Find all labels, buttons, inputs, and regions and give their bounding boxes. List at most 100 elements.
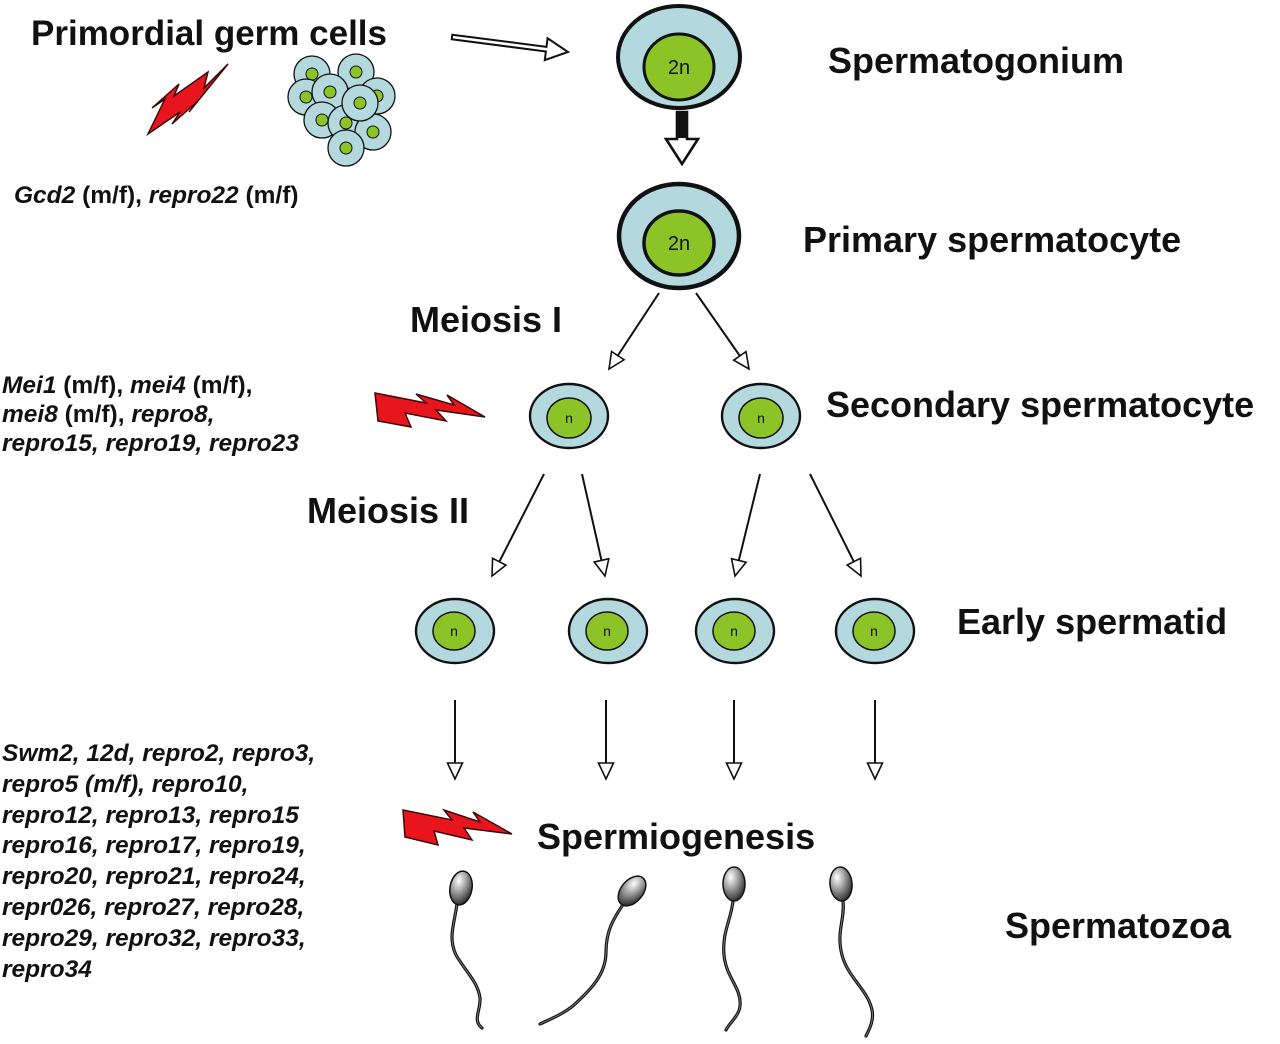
arrow-head — [446, 762, 464, 781]
arrow-head — [866, 762, 884, 781]
label-spermatozoa: Spermatozoa — [1005, 905, 1232, 946]
germ-cell — [337, 53, 375, 91]
sperm-tail — [838, 899, 875, 1038]
label-meiosis-2: Meiosis II — [307, 490, 470, 531]
germ-cell — [327, 129, 365, 167]
arrow-shaft — [616, 292, 660, 357]
gene-line: Gcd2 (m/f), repro22 (m/f) — [14, 181, 299, 210]
sperm-tail — [538, 901, 626, 1026]
gene-note: (m/f), — [56, 372, 130, 399]
bolt-meiosis — [374, 392, 486, 428]
sperm-3 — [722, 866, 746, 1032]
arrow-head — [732, 350, 751, 371]
gene-name: repro20, repro21, repro24, — [2, 863, 306, 891]
arrow-shaft — [581, 473, 603, 561]
gene-line: repro16, repro17, repro19, — [2, 831, 315, 862]
label-secondary-spermatocyte: Secondary spermatocyte — [826, 384, 1255, 425]
gene-name: repr026, repro27, repro28, — [2, 893, 305, 921]
arrow-spermiogenesis — [597, 700, 615, 781]
arrow-head — [491, 557, 508, 578]
ploidy-label: 2n — [668, 233, 690, 255]
gene-line: repro29, repro32, repro33, — [2, 924, 315, 955]
arrow-shaft — [695, 292, 741, 357]
germ-cell-nucleus — [353, 96, 367, 110]
gene-name: repro16, repro17, repro19, — [2, 832, 306, 860]
nucleus — [852, 611, 896, 651]
ploidy-label: 2n — [668, 57, 690, 79]
gene-line: repro15, repro19, repro23 — [2, 429, 299, 458]
sperm-2 — [538, 875, 647, 1026]
arrow-meiosis1-right — [695, 292, 751, 371]
nucleus — [432, 611, 476, 651]
arrow-meiosis2 — [730, 473, 761, 578]
ploidy-label: n — [603, 623, 611, 639]
cell-early-spermatid: n — [694, 597, 776, 665]
arrow-spermiogenesis — [446, 700, 464, 781]
germ-cell-nucleus — [315, 113, 329, 127]
ploidy-label: n — [870, 623, 878, 639]
sperm-tail-highlight — [723, 900, 741, 1031]
arrow-shaft — [498, 473, 545, 563]
nucleus — [738, 397, 784, 439]
gene-name: repro29, repro32, repro33, — [2, 924, 306, 952]
germ-cell-nucleus — [299, 90, 313, 104]
ploidy-label: n — [730, 623, 738, 639]
gene-line: repro12, repro13, repro15 — [2, 801, 315, 832]
arrow-shaft — [677, 112, 687, 138]
cell-secondary-spermatocyte: n — [528, 382, 610, 450]
arrow-head — [730, 557, 748, 578]
sperm-tail-highlight — [839, 900, 873, 1037]
label-primary-spermatocyte: Primary spermatocyte — [803, 219, 1182, 260]
gene-note: (m/f), — [75, 182, 149, 209]
arrow-head — [725, 762, 743, 781]
label-primordial-germ-cells: Primordial germ cells — [31, 14, 387, 53]
label-early-spermatid: Early spermatid — [957, 601, 1228, 642]
cell-secondary-spermatocyte: n — [720, 382, 802, 450]
gene-line: repro20, repro21, repro24, — [2, 862, 315, 893]
bolt-primordial — [146, 63, 229, 137]
label-spermiogenesis: Spermiogenesis — [537, 816, 816, 857]
arrow-head — [597, 762, 615, 781]
arrow-spermiogenesis — [725, 700, 743, 781]
arrow-spermatogonium-to-primary — [663, 110, 701, 167]
gene-note: (m/f) — [238, 182, 299, 209]
spermatozoa-layer — [449, 866, 875, 1038]
cell-early-spermatid: n — [567, 597, 649, 665]
ploidy-label: n — [565, 410, 573, 426]
arrow-meiosis2 — [809, 473, 862, 578]
gene-list-spermiogenesis: Swm2, 12d, repro2, repro3, repro5 (m/f), … — [2, 739, 315, 985]
germ-cell-nucleus — [323, 85, 337, 99]
nucleus — [546, 397, 592, 439]
germ-cell-nucleus — [339, 116, 353, 130]
arrow-body — [450, 33, 571, 62]
cell-early-spermatid: n — [834, 597, 916, 665]
gene-line: repr026, repro27, repro28, — [2, 893, 315, 924]
bolt-spermiogenesis — [402, 808, 513, 847]
gene-name: Swm2, 12d, repro2, repro3, — [2, 740, 316, 767]
label-spermatogonium: Spermatogonium — [828, 40, 1125, 81]
sperm-tail — [450, 902, 484, 1030]
nucleus — [585, 611, 629, 651]
arrow-head — [845, 557, 862, 578]
arrow-meiosis2 — [491, 473, 545, 578]
gene-name: repro5 (m/f), repro10, — [2, 770, 249, 798]
germ-cell-cluster — [287, 53, 396, 167]
sperm-head — [449, 870, 473, 906]
cell-early-spermatid: n — [414, 597, 496, 665]
sperm-1 — [449, 870, 484, 1030]
gene-name: repro34 — [2, 955, 92, 983]
sperm-tail-highlight — [451, 903, 483, 1029]
cells-layer: 2n 2n n n n n n n — [414, 4, 916, 665]
sperm-head — [829, 866, 853, 902]
arrow-shaft — [809, 473, 855, 563]
gene-note: (m/f), — [57, 401, 132, 428]
arrow-meiosis2 — [581, 473, 610, 578]
germ-cell — [341, 84, 379, 122]
gene-list-primordial: Gcd2 (m/f), repro22 (m/f) — [14, 181, 299, 210]
gene-name: Mei1 — [2, 372, 57, 399]
gene-line: repro5 (m/f), repro10, — [2, 770, 315, 801]
sperm-head — [617, 875, 647, 907]
gene-line: Swm2, 12d, repro2, repro3, — [2, 739, 315, 770]
